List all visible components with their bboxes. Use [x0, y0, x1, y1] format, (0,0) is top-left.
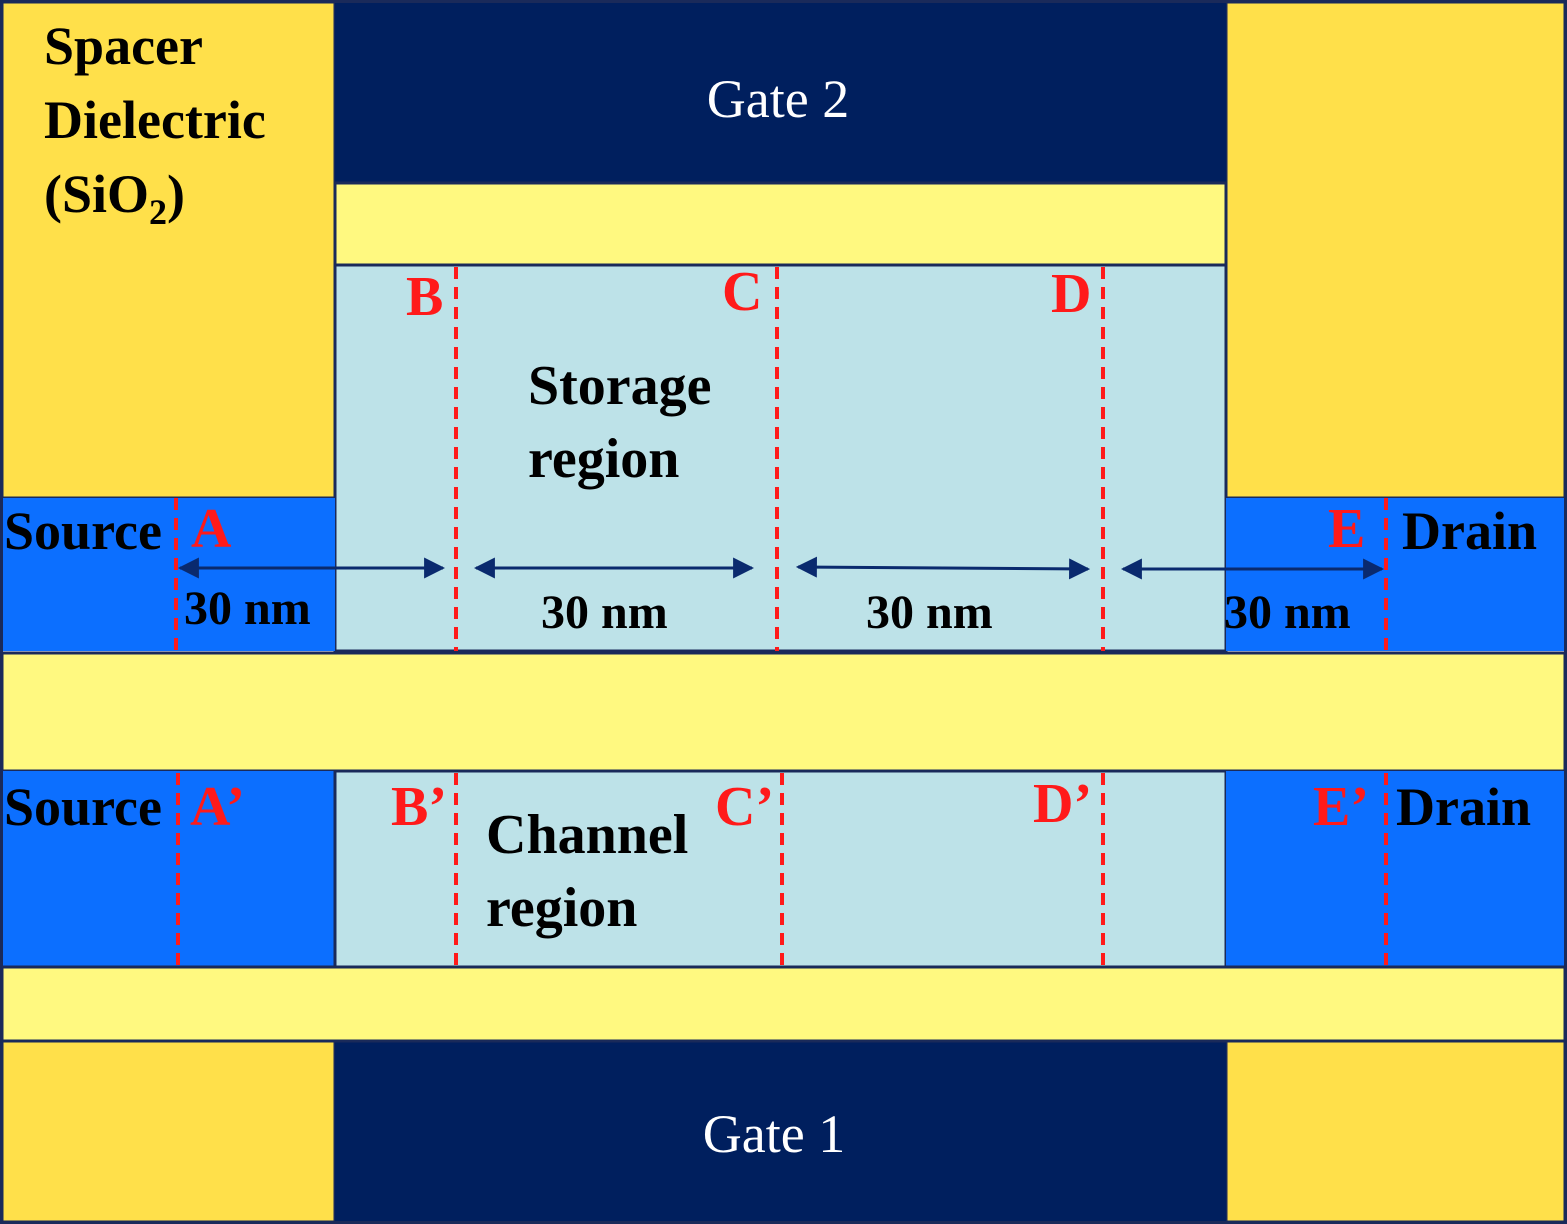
storage-label-line2: region [528, 428, 679, 490]
dimension-arrow-3 [795, 556, 1091, 580]
source-bottom-block [2, 771, 335, 967]
spacer-label-line3: (SiO2) [44, 164, 185, 232]
drain-top-label: Drain [1402, 501, 1537, 561]
spacer-label-line1: Spacer [44, 16, 203, 76]
cut-label-b-prime: B’ [391, 776, 447, 838]
source-bottom-label: Source [4, 777, 162, 837]
cut-label-e: E [1328, 498, 1365, 560]
drain-bottom-label: Drain [1396, 777, 1531, 837]
cut-label-e-prime: E’ [1313, 776, 1369, 838]
cut-label-c: C [722, 261, 762, 323]
storage-region [333, 263, 1228, 653]
drain-bottom-block [1226, 771, 1565, 967]
gate-1-block [335, 1041, 1226, 1222]
spacer-bottom-left [0, 1039, 337, 1224]
dimension-arrows [177, 556, 1385, 580]
cut-lines-bottom [176, 773, 1388, 967]
spacer-bottom-right [1224, 1039, 1567, 1224]
cut-label-b: B [406, 266, 443, 328]
gate-2-block [335, 2, 1226, 183]
spacer-top-left [0, 0, 337, 500]
storage-label-line1: Storage [528, 355, 712, 417]
spacer-label-prefix: (SiO [44, 164, 149, 224]
channel-label-line2: region [486, 877, 637, 939]
source-top-label: Source [4, 501, 162, 561]
cut-label-c-prime: C’ [715, 776, 774, 838]
cut-label-d: D [1051, 263, 1091, 325]
channel-label-line1: Channel [486, 804, 688, 866]
dimension-label-2: 30 nm [541, 586, 668, 639]
dimension-label-1: 30 nm [184, 582, 311, 635]
gate-1-label: Gate 1 [703, 1104, 845, 1164]
spacer-label-line2: Dielectric [44, 90, 266, 150]
middle-dielectric [0, 651, 1567, 773]
spacer-label-suffix: ) [167, 164, 185, 224]
cut-label-d-prime: D’ [1033, 773, 1092, 835]
top-gate-oxide [333, 181, 1228, 267]
bottom-gate-oxide [0, 965, 1567, 1043]
gate-2-label: Gate 2 [707, 69, 849, 129]
spacer-label-subscript: 2 [149, 192, 167, 232]
cut-label-a-prime: A’ [190, 776, 245, 838]
dimension-label-3: 30 nm [866, 586, 993, 639]
cut-lines-top [174, 267, 1388, 651]
spacer-top-right [1224, 0, 1567, 500]
dimension-label-4: 30 nm [1224, 586, 1351, 639]
cut-label-a: A [191, 498, 232, 560]
